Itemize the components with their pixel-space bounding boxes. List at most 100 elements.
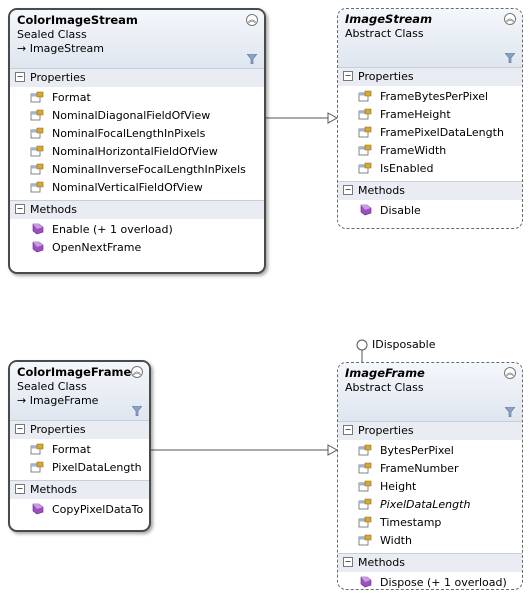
collapse-toggle-icon[interactable]: − <box>343 425 353 435</box>
property-name: BytesPerPixel <box>380 444 454 457</box>
method-row[interactable]: Disable <box>338 202 522 220</box>
methods-list: CopyPixelDataTo <box>10 499 149 522</box>
collapse-toggle-icon[interactable]: − <box>15 484 25 494</box>
class-name: ColorImageStream <box>17 13 138 27</box>
class-kind: Sealed Class <box>17 28 87 41</box>
property-icon <box>358 498 372 510</box>
property-row[interactable]: NominalHorizontalFieldOfView <box>10 143 264 161</box>
methods-section-header[interactable]: −Methods <box>10 480 149 499</box>
property-icon <box>358 108 372 120</box>
property-icon <box>358 462 372 474</box>
collapse-toggle-icon[interactable]: − <box>343 185 353 195</box>
property-row[interactable]: NominalFocalLengthInPixels <box>10 125 264 143</box>
collapse-icon[interactable]: ︽ <box>504 13 516 25</box>
property-row[interactable]: Height <box>338 478 522 496</box>
property-name: IsEnabled <box>380 162 434 175</box>
property-row[interactable]: FrameBytesPerPixel <box>338 88 522 106</box>
collapse-toggle-icon[interactable]: − <box>343 71 353 81</box>
property-row[interactable]: Timestamp <box>338 514 522 532</box>
collapse-toggle-icon[interactable]: − <box>15 424 25 434</box>
collapse-icon[interactable]: ︽ <box>131 366 143 378</box>
collapse-icon[interactable]: ︽ <box>246 14 258 26</box>
property-icon <box>30 461 44 473</box>
class-kind: Abstract Class <box>345 381 424 394</box>
property-row[interactable]: FrameHeight <box>338 106 522 124</box>
property-row[interactable]: NominalDiagonalFieldOfView <box>10 107 264 125</box>
collapse-toggle-icon[interactable]: − <box>15 204 25 214</box>
collapse-toggle-icon[interactable]: − <box>15 72 25 82</box>
methods-section-header[interactable]: −Methods <box>338 181 522 200</box>
class-name: ImageStream <box>345 12 433 26</box>
property-name: NominalFocalLengthInPixels <box>52 127 206 140</box>
property-name: PixelDataLength <box>52 461 142 474</box>
property-row[interactable]: IsEnabled <box>338 160 522 178</box>
method-row[interactable]: OpenNextFrame <box>10 239 264 257</box>
methods-list: Dispose (+ 1 overload) <box>338 572 522 589</box>
property-row[interactable]: Format <box>10 441 149 459</box>
methods-section-header[interactable]: −Methods <box>338 553 522 572</box>
collapse-icon[interactable]: ︽ <box>504 367 516 379</box>
property-name: FrameNumber <box>380 462 459 475</box>
property-row[interactable]: Width <box>338 532 522 550</box>
class-base: → ImageFrame <box>17 394 99 407</box>
class-kind: Abstract Class <box>345 27 424 40</box>
property-name: Timestamp <box>380 516 442 529</box>
class-name: ColorImageFrame <box>17 365 132 379</box>
methods-list: Disable <box>338 200 522 223</box>
filter-icon[interactable] <box>505 53 515 63</box>
class-image-frame[interactable]: ImageFrame Abstract Class ︽ −Properties … <box>337 362 523 590</box>
property-icon <box>358 126 372 138</box>
property-row[interactable]: PixelDataLength <box>338 496 522 514</box>
class-image-stream[interactable]: ImageStream Abstract Class ︽ −Properties… <box>337 8 523 229</box>
filter-icon[interactable] <box>247 54 257 64</box>
properties-section-header[interactable]: −Properties <box>338 67 522 86</box>
method-row[interactable]: CopyPixelDataTo <box>10 501 149 519</box>
property-row[interactable]: FrameWidth <box>338 142 522 160</box>
methods-section-header[interactable]: −Methods <box>10 200 264 219</box>
property-row[interactable]: PixelDataLength <box>10 459 149 477</box>
property-icon <box>30 109 44 121</box>
property-name: Format <box>52 91 91 104</box>
property-row[interactable]: NominalInverseFocalLengthInPixels <box>10 161 264 179</box>
property-name: NominalDiagonalFieldOfView <box>52 109 211 122</box>
method-icon <box>32 503 44 515</box>
property-name: NominalVerticalFieldOfView <box>52 181 203 194</box>
property-name: Format <box>52 443 91 456</box>
property-name: FrameBytesPerPixel <box>380 90 489 103</box>
filter-icon[interactable] <box>505 407 515 417</box>
class-color-image-stream[interactable]: ColorImageStream Sealed Class → ImageStr… <box>8 8 266 274</box>
filter-icon[interactable] <box>132 406 142 416</box>
class-color-image-frame[interactable]: ColorImageFrame Sealed Class → ImageFram… <box>8 360 151 532</box>
properties-section-header[interactable]: −Properties <box>10 68 264 87</box>
method-icon <box>360 204 372 216</box>
class-header: ImageFrame Abstract Class ︽ <box>338 363 522 421</box>
method-icon <box>360 576 372 588</box>
method-row[interactable]: Dispose (+ 1 overload) <box>338 574 522 589</box>
method-name: CopyPixelDataTo <box>52 503 144 516</box>
property-row[interactable]: FrameNumber <box>338 460 522 478</box>
method-name: Dispose (+ 1 overload) <box>380 576 507 589</box>
property-row[interactable]: BytesPerPixel <box>338 442 522 460</box>
property-row[interactable]: NominalVerticalFieldOfView <box>10 179 264 197</box>
property-name: FrameHeight <box>380 108 451 121</box>
inheritance-arrow-stream <box>327 112 339 124</box>
property-name: FrameWidth <box>380 144 447 157</box>
property-icon <box>30 443 44 455</box>
property-icon <box>358 444 372 456</box>
class-kind: Sealed Class <box>17 380 87 393</box>
property-row[interactable]: Format <box>10 89 264 107</box>
property-icon <box>30 163 44 175</box>
properties-section-header[interactable]: −Properties <box>10 420 149 439</box>
property-icon <box>358 90 372 102</box>
class-header: ColorImageFrame Sealed Class → ImageFram… <box>10 362 149 420</box>
method-row[interactable]: Enable (+ 1 overload) <box>10 221 264 239</box>
property-name: Width <box>380 534 412 547</box>
properties-section-header[interactable]: −Properties <box>338 421 522 440</box>
collapse-toggle-icon[interactable]: − <box>343 557 353 567</box>
property-row[interactable]: FramePixelDataLength <box>338 124 522 142</box>
class-header: ColorImageStream Sealed Class → ImageStr… <box>10 10 264 68</box>
